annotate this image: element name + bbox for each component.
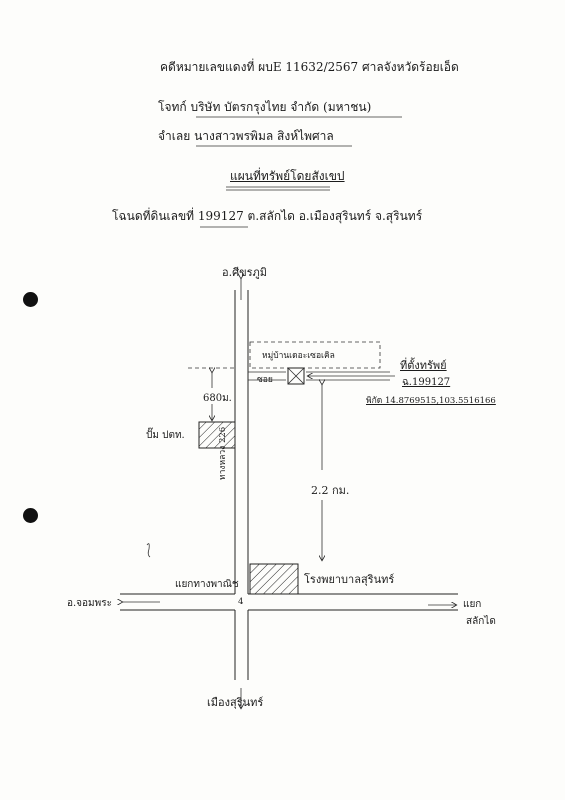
village-boundary <box>249 341 381 369</box>
distance-label-680m: 680ม. <box>203 393 232 404</box>
binder-hole-bottom <box>23 508 38 523</box>
stray-mark <box>146 543 151 558</box>
highway-label: ทางหลวง 226 <box>218 426 228 480</box>
deed-line: โฉนดที่ดินเลขที่ 199127 ต.สลักได อ.เมือง… <box>112 209 423 223</box>
property-label: ที่ตั้งทรัพย์ <box>400 359 447 372</box>
junction-label: แยกทางพาณิช <box>175 579 239 590</box>
north-destination-label: อ.ศีขรภูมิ <box>222 266 268 279</box>
west-destination-label: อ.จอมพระ <box>67 598 112 609</box>
gas-station-label: ปั๊ม ปตท. <box>146 430 185 441</box>
intersection-mark: 4 <box>238 597 244 607</box>
distance-label-2-2km: 2.2 กม. <box>311 484 350 497</box>
south-destination-label: เมืองสุรินทร์ <box>207 696 264 709</box>
east-destination-label-1: แยก <box>463 599 482 610</box>
east-destination-label-2: สลักได <box>466 616 496 627</box>
hospital-label: โรงพยาบาลสุรินทร์ <box>304 573 395 586</box>
village-label: หมู่บ้านเดอะเซอเคิล <box>262 351 335 361</box>
map-title: แผนที่ทรัพย์โดยสังเขป <box>230 169 345 183</box>
coordinates-label: พิกัด 14.8769515,103.5516166 <box>366 396 496 406</box>
property-marker <box>287 367 305 385</box>
defendant-line: จำเลย นางสาวพรพิมล สิงห์ไพศาล <box>158 129 334 143</box>
plaintiff-line: โจทก์ บริษัท บัตรกรุงไทย จำกัด (มหาชน) <box>158 100 372 114</box>
case-number-line: คดีหมายเลขแดงที่ ผบE 11632/2567 ศาลจังหว… <box>160 60 459 74</box>
hospital-block <box>249 563 299 595</box>
soi-label: ซอย <box>257 375 273 385</box>
deed-number-label: ฉ.199127 <box>402 377 451 388</box>
binder-hole-top <box>23 292 38 307</box>
header-underlines <box>196 116 402 228</box>
gas-station-block <box>198 421 236 449</box>
